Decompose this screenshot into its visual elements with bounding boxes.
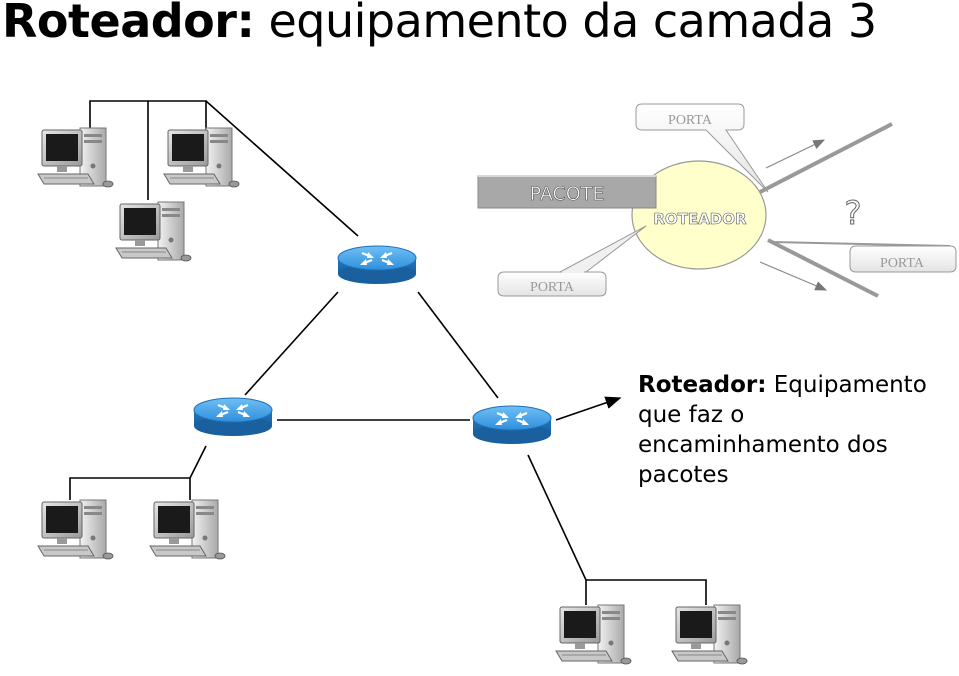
title-bold: Roteador: [2,0,255,48]
router-concept-illustration: PACOTE ROTEADOR PORTA PORTA PORTA ? [477,103,957,298]
packet-label: PACOTE [530,183,605,205]
page-title: Roteador: equipamento da camada 3 [2,0,877,48]
router-ellipse [631,160,767,270]
port-label-top: PORTA [668,113,713,128]
network-links [69,100,707,605]
computer-icon [163,127,240,188]
router-label: ROTEADOR [653,210,747,228]
router-icon [471,404,553,446]
port-callout [635,103,769,193]
computer-icon [115,201,192,262]
port-line [759,122,893,194]
packet-bar [477,175,657,209]
port-line [771,241,951,247]
port-callout [849,245,957,273]
computer-icon [37,127,114,188]
description-arrow [555,396,622,421]
question-mark: ? [845,194,862,232]
port-label-right: PORTA [880,256,925,271]
computer-icon [555,604,632,665]
computer-icon [149,499,226,560]
port-line [767,238,879,298]
title-rest: equipamento da camada 3 [254,0,877,48]
router-icon [336,244,418,286]
description-text: Equipamento que faz o encaminhamento dos… [638,372,927,488]
computer-icon [671,604,748,665]
router-description: Roteador: Equipamento que faz o encaminh… [638,370,948,490]
port-callout [497,271,607,297]
port-label-bottom-left: PORTA [530,280,575,295]
description-term: Roteador: [638,372,767,398]
computer-icon [37,499,114,560]
router-icon [192,396,274,438]
